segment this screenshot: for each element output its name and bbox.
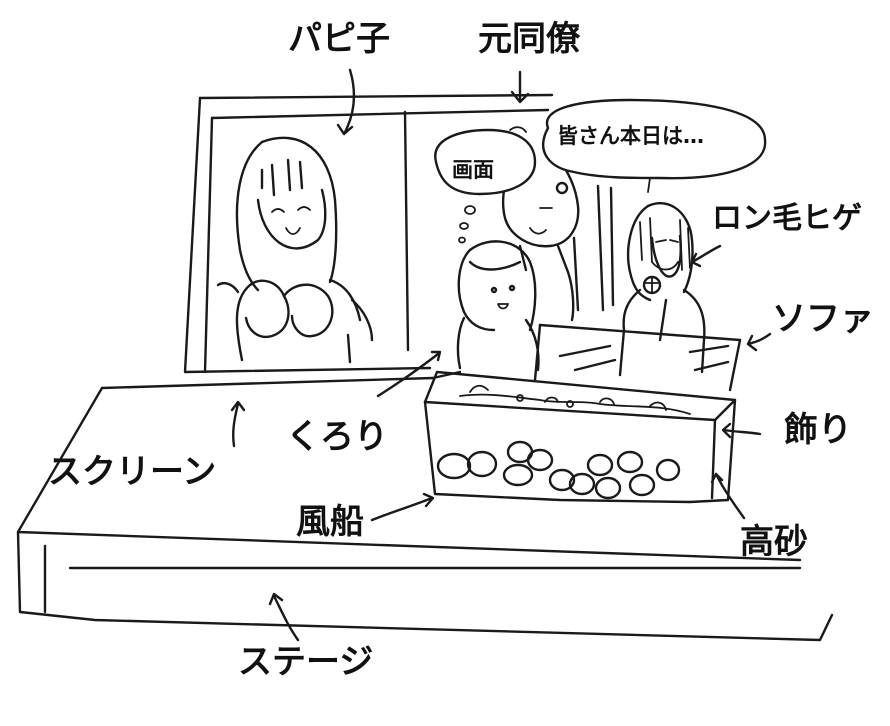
speech-bubble xyxy=(542,98,767,193)
label-speech: 皆さん本日は… xyxy=(557,124,704,148)
label-balloons: 風船 xyxy=(296,502,364,542)
screen-frame xyxy=(183,93,615,374)
thought-bubble xyxy=(434,128,537,244)
label-former-colleague: 元同僚 xyxy=(478,19,580,59)
takasago-table xyxy=(423,370,737,504)
balloons xyxy=(436,440,681,500)
longhair-beard-figure xyxy=(618,202,706,377)
decoration-garland xyxy=(459,384,691,415)
label-kurori: くろり xyxy=(286,417,388,457)
annotation-arrows xyxy=(230,68,772,642)
label-papiko: パピ子 xyxy=(288,19,390,59)
papiko-figure xyxy=(216,136,374,364)
label-sofa: ソファ xyxy=(772,299,874,339)
label-screen: スクリーン xyxy=(48,452,217,492)
label-thought: 画面 xyxy=(452,158,494,182)
label-takasago: 高砂 xyxy=(740,522,808,562)
former-colleague-figure xyxy=(501,126,580,322)
stage-platform xyxy=(16,370,834,642)
label-stage: ステージ xyxy=(238,642,374,682)
kurori-figure xyxy=(456,240,540,372)
label-longhair-beard: ロン毛ヒゲ xyxy=(712,201,862,236)
label-decoration: 飾り xyxy=(784,410,852,450)
sofa xyxy=(533,323,742,392)
